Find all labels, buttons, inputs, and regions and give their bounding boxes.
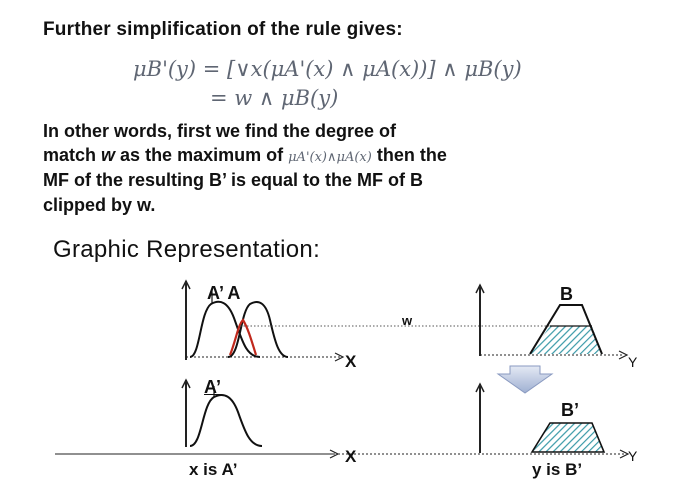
paragraph-line-2-post: then the [371, 145, 447, 165]
bottom-left-y-arrow [181, 378, 191, 389]
mf-a-prime-bottom [189, 393, 263, 447]
paragraph-line-4: clipped by w. [43, 195, 156, 215]
top-right-y-arrow [475, 283, 485, 294]
bottom-right-y-arrow [475, 382, 485, 393]
mf-b-prime [530, 422, 606, 453]
paragraph-line-3: MF of the resulting B’ is equal to the M… [43, 170, 423, 190]
paragraph-line-2: match w as the maximum of μA'(x)∧μA(x) t… [43, 145, 447, 166]
paragraph-w: w [101, 145, 116, 165]
b-label: B [560, 284, 573, 304]
top-left-mf-labels: A’ A [207, 283, 241, 303]
top-left-y-arrow [181, 279, 191, 290]
bottom-right-x-arrow [619, 449, 630, 459]
mf-b-top [529, 304, 603, 355]
paragraph-line-1: In other words, first we find the degree… [43, 121, 397, 141]
paragraph-inline-formula: μA'(x)∧μA(x) [288, 150, 372, 165]
paragraph-line-2-mid: as the maximum of [115, 145, 289, 165]
mf-a-prime-top [189, 300, 261, 358]
mf-a-top [227, 301, 289, 358]
x-axis-label-bottom: X [345, 447, 357, 466]
y-axis-label-bottom: Y [628, 448, 638, 464]
section-title: Graphic Representation: [53, 236, 321, 263]
caption-x-is-a-prime: x is A’ [189, 460, 238, 479]
formula-line-2: = w ∧ μB(y) [210, 86, 339, 110]
mf-intersection [228, 318, 258, 356]
caption-y-is-b-prime: y is B’ [532, 460, 583, 479]
w-label: w [402, 313, 413, 328]
top-right-x-arrow [618, 350, 629, 360]
top-left-x-arrow [334, 352, 345, 362]
a-prime-bottom-label: A’ [204, 377, 222, 397]
y-axis-label-top: Y [628, 354, 638, 370]
slide-title: Further simplification of the rule gives… [43, 19, 403, 40]
paragraph-line-2-pre: match [43, 145, 102, 165]
b-clipped-area-top [530, 326, 602, 354]
x-axis-label-top: X [345, 352, 357, 371]
b-prime-label: B’ [561, 400, 579, 420]
formula-line-1: μB'(y) = [∨x(μA'(x) ∧ μA(x))] ∧ μB(y) [133, 57, 522, 81]
down-arrow-icon [496, 365, 554, 394]
